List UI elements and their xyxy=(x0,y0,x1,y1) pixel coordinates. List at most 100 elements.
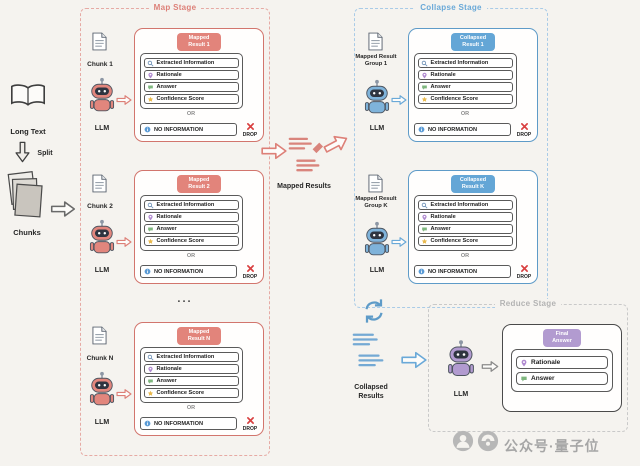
speech-bubble-icon xyxy=(421,84,428,91)
llm-to-result-arrow xyxy=(391,94,407,106)
field-label: Extracted Information xyxy=(156,354,215,361)
llm-label: LLM xyxy=(94,419,110,426)
collapse-to-reduce-arrow xyxy=(400,350,428,370)
info-icon xyxy=(418,268,425,275)
chunk-document-icon xyxy=(92,174,107,193)
drop-label: DROP xyxy=(242,132,258,138)
chunk-label: Chunk 2 xyxy=(87,203,113,210)
speech-bubble-icon xyxy=(147,226,154,233)
collapse-stage-title: Collapse Stage xyxy=(354,3,548,12)
extracted-information-field: Extracted Information xyxy=(144,352,239,363)
chunk-label: Chunk N xyxy=(86,355,114,362)
answer-field: Answer xyxy=(516,372,608,386)
location-pin-icon xyxy=(421,214,428,221)
extracted-information-field: Extracted Information xyxy=(418,200,513,211)
red-cross-icon xyxy=(246,264,255,273)
drop-marker: DROP xyxy=(239,416,261,432)
field-label: Confidence Score xyxy=(156,96,205,103)
llm-robot-icon xyxy=(88,76,116,113)
llm-to-final-arrow xyxy=(481,360,499,373)
mapped-to-collapse-arrow xyxy=(319,129,353,160)
collapsed-result-box: Collapsed Result K Extracted Information… xyxy=(408,170,538,284)
chunk-document-icon xyxy=(92,32,107,51)
no-information-box: NO INFORMATION xyxy=(414,265,511,278)
info-icon xyxy=(144,268,151,275)
field-label: Answer xyxy=(156,84,177,91)
result-fields: Extracted Information Rationale Answer C… xyxy=(140,53,243,110)
watermark-person-icon xyxy=(452,430,474,452)
confidence-score-field: Confidence Score xyxy=(418,236,513,247)
llm-label: LLM xyxy=(369,267,385,274)
result-fields: Extracted Information Rationale Answer C… xyxy=(140,195,243,252)
rationale-field: Rationale xyxy=(418,212,513,223)
llm-label: LLM xyxy=(94,125,110,132)
field-label: Answer xyxy=(430,84,451,91)
location-pin-icon xyxy=(147,72,154,79)
no-information-box: NO INFORMATION xyxy=(414,123,511,136)
or-label: OR xyxy=(186,111,196,118)
confidence-score-field: Confidence Score xyxy=(144,94,239,105)
extracted-information-field: Extracted Information xyxy=(418,58,513,69)
final-title-badge: Final Answer xyxy=(543,329,581,348)
mapped-result-box: Mapped Result N Extracted Information Ra… xyxy=(134,322,264,436)
result-fields: Extracted Information Rationale Answer C… xyxy=(414,195,517,252)
llm-robot-icon xyxy=(446,338,476,378)
no-information-box: NO INFORMATION xyxy=(140,265,237,278)
field-label: Rationale xyxy=(531,359,561,367)
location-pin-icon xyxy=(421,72,428,79)
group-document-icon xyxy=(368,174,383,193)
field-label: Extracted Information xyxy=(430,60,489,67)
llm-label: LLM xyxy=(369,125,385,132)
field-label: Extracted Information xyxy=(156,60,215,67)
rationale-field: Rationale xyxy=(418,70,513,81)
rationale-field: Rationale xyxy=(144,70,239,81)
mapped-results-icon xyxy=(286,131,324,179)
chunk-label: Chunk 1 xyxy=(87,61,113,68)
magnifier-icon xyxy=(147,60,154,67)
map-stage-title: Map Stage xyxy=(80,3,270,12)
drop-label: DROP xyxy=(242,274,258,280)
star-icon xyxy=(421,96,428,103)
llm-robot-icon xyxy=(88,218,116,255)
map-ellipsis: ... xyxy=(177,293,193,305)
iterate-cycle-icon xyxy=(360,297,388,325)
result-title-badge: Collapsed Result K xyxy=(451,175,495,194)
field-label: Rationale xyxy=(156,366,182,373)
mapped-result-box: Mapped Result 1 Extracted Information Ra… xyxy=(134,28,264,142)
split-label: Split xyxy=(37,150,53,157)
field-label: Confidence Score xyxy=(156,390,205,397)
book-icon xyxy=(8,82,48,110)
field-label: Extracted Information xyxy=(430,202,489,209)
no-information-box: NO INFORMATION xyxy=(140,123,237,136)
rationale-field: Rationale xyxy=(144,364,239,375)
star-icon xyxy=(147,390,154,397)
field-label: Confidence Score xyxy=(430,238,479,245)
llm-to-result-arrow xyxy=(391,236,407,248)
llm-to-result-arrow xyxy=(116,94,132,106)
final-answer-box: Final Answer Rationale Answer xyxy=(502,324,622,412)
split-arrow-icon xyxy=(15,141,30,163)
field-label: Rationale xyxy=(430,214,456,221)
red-cross-icon xyxy=(246,416,255,425)
llm-to-result-arrow xyxy=(116,388,132,400)
drop-label: DROP xyxy=(516,132,532,138)
star-icon xyxy=(147,96,154,103)
chunks-stack-icon xyxy=(6,167,46,223)
field-label: Answer xyxy=(156,378,177,385)
answer-field: Answer xyxy=(418,82,513,93)
drop-label: DROP xyxy=(516,274,532,280)
or-label: OR xyxy=(460,111,470,118)
location-pin-icon xyxy=(147,214,154,221)
chunks-to-map-arrow xyxy=(50,199,76,219)
location-pin-icon xyxy=(520,359,528,367)
result-title-badge: Mapped Result 1 xyxy=(177,33,221,52)
field-label: Answer xyxy=(430,226,451,233)
result-fields: Extracted Information Rationale Answer C… xyxy=(140,347,243,404)
llm-robot-icon xyxy=(88,370,116,407)
location-pin-icon xyxy=(147,366,154,373)
no-information-label: NO INFORMATION xyxy=(428,268,477,275)
red-cross-icon xyxy=(520,122,529,131)
field-label: Answer xyxy=(156,226,177,233)
field-label: Extracted Information xyxy=(156,202,215,209)
no-information-label: NO INFORMATION xyxy=(154,420,203,427)
